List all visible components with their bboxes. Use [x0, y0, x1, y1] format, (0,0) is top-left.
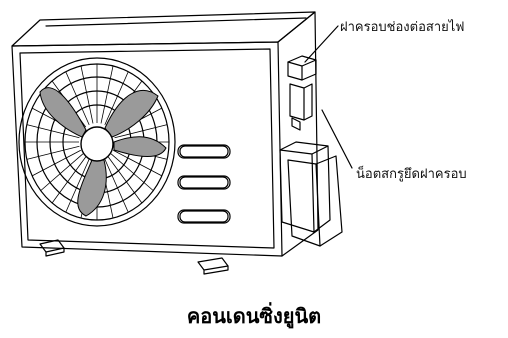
fan-hub — [81, 127, 113, 161]
grille-spoke — [27, 146, 80, 159]
fan-blade — [105, 90, 158, 137]
unit-body — [12, 12, 318, 256]
diagram-caption: คอนเดนซิ่งยูนิต — [0, 300, 508, 332]
fan-blade — [114, 137, 166, 157]
terminal-cover — [288, 56, 316, 130]
grille-spoke — [81, 66, 93, 124]
terminal-cover-label: ฝาครอบช่องต่อสายไฟ — [340, 16, 464, 37]
vent-slots — [178, 145, 230, 223]
service-valve-cover — [280, 142, 342, 246]
grille-spoke — [101, 66, 113, 124]
cover-screw-label: น็อตสกรูยึดฝาครอบ — [356, 163, 467, 184]
fan-blade — [78, 160, 107, 216]
